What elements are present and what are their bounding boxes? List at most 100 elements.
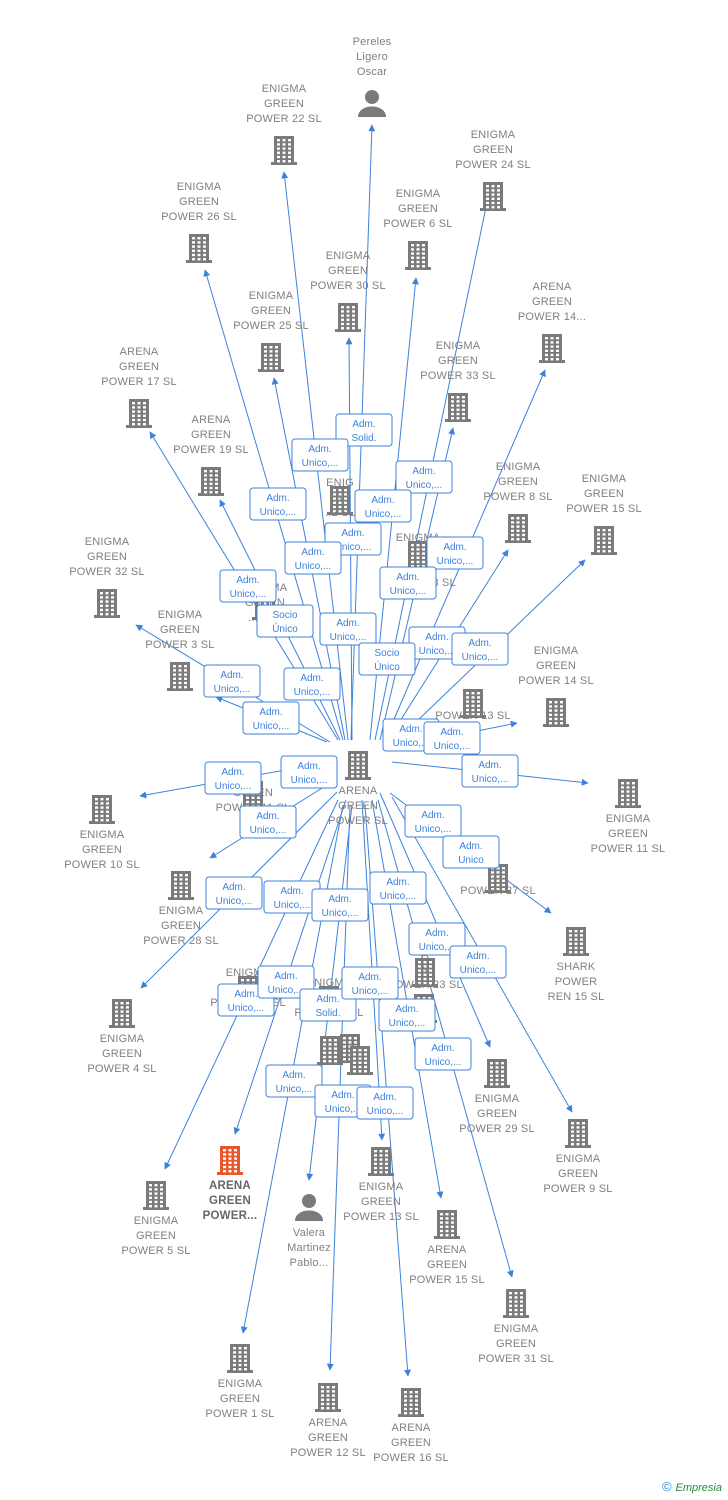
relation-label[interactable]: Adm.Unico,... — [205, 876, 263, 910]
brand-footer[interactable]: ©Empresia — [662, 1479, 722, 1494]
node-label: POWER 15 SL — [409, 1274, 485, 1286]
node-label: GREEN — [536, 660, 576, 672]
relation-label[interactable]: Adm.Unico,... — [319, 612, 377, 646]
relation-label[interactable]: Adm.Unico,... — [378, 998, 436, 1032]
relation-label-text: Adm. — [301, 547, 324, 558]
relation-label-text: Unico,... — [250, 825, 287, 836]
relation-label[interactable]: Adm.Unico — [442, 835, 500, 869]
relation-label[interactable]: Adm.Unico,... — [280, 755, 338, 789]
relation-label-box — [378, 998, 436, 1032]
node-label: GREEN — [496, 1338, 536, 1350]
relation-label[interactable]: Adm.Unico,... — [204, 761, 262, 795]
company-node-m12[interactable] — [317, 1036, 343, 1065]
relation-label[interactable]: Adm.Unico,... — [311, 888, 369, 922]
relation-label[interactable]: Adm.Unico,... — [414, 1037, 472, 1071]
relation-label[interactable]: Adm.Unico,... — [404, 804, 462, 838]
relation-label-text: Unico,... — [253, 721, 290, 732]
relation-label-box — [205, 876, 263, 910]
relation-label-text: Unico,... — [295, 561, 332, 572]
relation-label-box — [369, 871, 427, 905]
relation-label[interactable]: Adm.Unico,... — [265, 1064, 323, 1098]
relation-label[interactable]: Adm.Unico,... — [354, 489, 412, 523]
company-node-m6[interactable]: POWER 27 SL — [460, 864, 536, 897]
relation-label[interactable]: Adm.Unico,... — [291, 438, 349, 472]
relation-label[interactable]: Adm.Unico,... — [263, 880, 321, 914]
relation-label[interactable]: Adm.Unico,... — [395, 460, 453, 494]
relation-label[interactable]: Adm.Unico,... — [379, 566, 437, 600]
company-node-ahl[interactable]: ARENAGREENPOWER... — [203, 1146, 258, 1222]
node-label: ENIGMA — [436, 340, 481, 352]
relation-label[interactable]: Adm.Unico,... — [341, 966, 399, 1000]
relation-label[interactable]: Adm. Unico,... — [284, 541, 342, 575]
relation-label[interactable]: Adm.Unico,... — [239, 805, 297, 839]
relation-label-text: Unico — [458, 855, 484, 866]
relation-label[interactable]: Adm.Unico,... — [449, 945, 507, 979]
relation-label-text: Adm. — [297, 761, 320, 772]
node-label: ENIGMA — [249, 290, 294, 302]
relation-label-text: Unico,... — [419, 942, 456, 953]
relation-label-box — [414, 1037, 472, 1071]
node-label: POWER 29 SL — [459, 1123, 535, 1135]
person-node-p2[interactable]: ValeraMartinezPablo... — [287, 1194, 331, 1269]
relation-label[interactable]: Adm.Unico,... — [356, 1086, 414, 1120]
relation-label-box — [341, 966, 399, 1000]
relation-label-text: Adm. — [468, 638, 491, 649]
relation-label-text: Unico,... — [462, 652, 499, 663]
relation-label[interactable]: Adm.Unico,... — [219, 569, 277, 603]
relation-label[interactable]: Adm.Solid. — [335, 413, 393, 447]
company-node-m13[interactable] — [347, 1046, 373, 1075]
relation-label[interactable]: Adm.Unico,... — [242, 701, 300, 735]
node-label: POWER 28 SL — [143, 935, 219, 947]
company-node-m4[interactable]: POWER 13 SL — [435, 689, 511, 722]
relation-label[interactable]: Adm.Unico,... — [426, 536, 484, 570]
edge-c29 — [379, 792, 491, 1048]
node-label: POWER 22 SL — [246, 113, 322, 125]
relation-label[interactable]: Adm.Unico,... — [283, 667, 341, 701]
relation-label-box — [404, 804, 462, 838]
relation-label-text: Unico,... — [390, 586, 427, 597]
relation-label[interactable]: Adm.Unico,... — [423, 721, 481, 755]
relation-label[interactable]: Adm.Unico,... — [461, 754, 519, 788]
node-label: ENIGMA — [134, 1215, 179, 1227]
relation-label[interactable]: Adm.Unico,... — [249, 487, 307, 521]
relation-label[interactable]: Adm.Unico,... — [369, 871, 427, 905]
relation-label[interactable]: Adm.Unico,... — [203, 664, 261, 698]
relation-label-text: Unico,... — [352, 986, 389, 997]
relation-label[interactable]: Adm. Unico,... — [451, 632, 509, 666]
relation-label-text: Adm. — [282, 1070, 305, 1081]
